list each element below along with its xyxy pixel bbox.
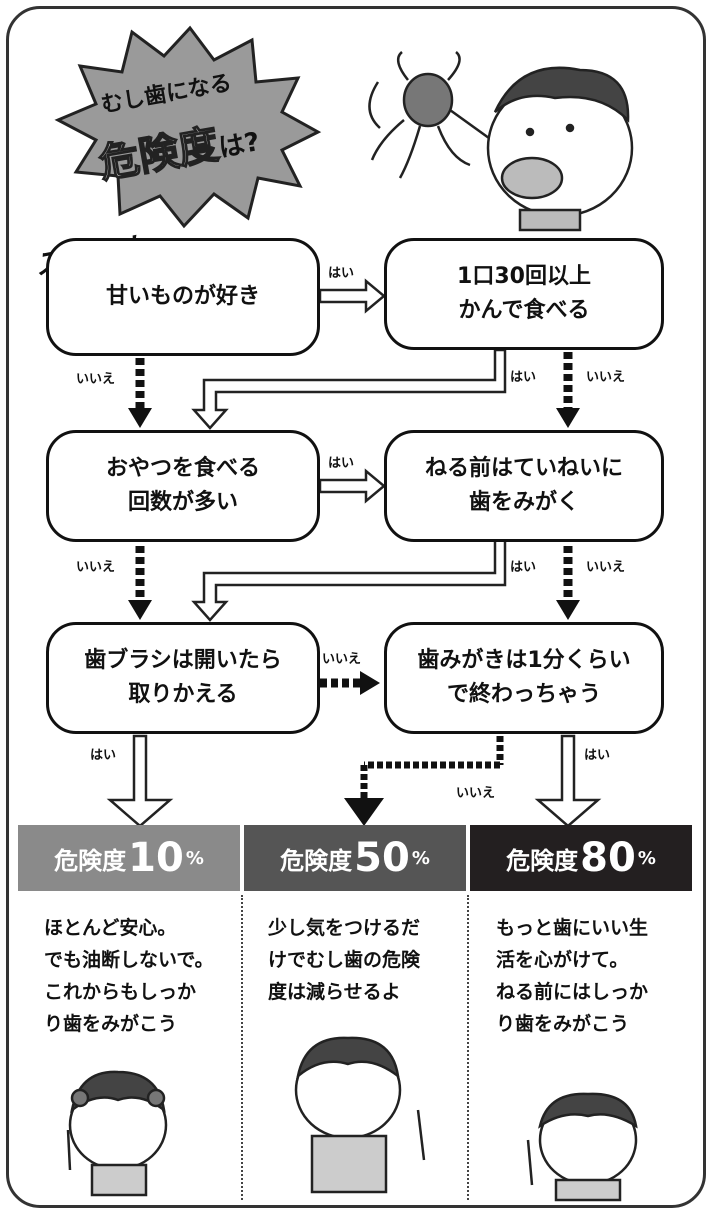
arrow-sweets-to-chew (318, 278, 386, 314)
boy-worried-illustration (294, 1036, 426, 1194)
result-80-line-3: ねる前にはしっか (496, 981, 649, 1003)
box-toothbrush: 歯ブラシは開いたら 取りかえる (46, 622, 320, 734)
label-no-5: いいえ (322, 652, 362, 667)
box-one-minute: 歯みがきは1分くらい で終わっちゃう (384, 622, 664, 734)
arrow-brush-to-oneminute (556, 546, 580, 620)
title-starburst (54, 25, 322, 229)
risk-50-unit: % (411, 847, 430, 869)
arrow-snacks-to-toothbrush (128, 546, 152, 620)
label-yes-3: はい (328, 456, 355, 471)
page-frame (6, 6, 706, 1208)
box-chew-line-1: 1口30回以上 (457, 263, 591, 289)
boy-sad-illustration (526, 1092, 638, 1202)
result-80-line-2: 活を心がけて。 (496, 949, 629, 971)
girl-illustration (66, 1070, 168, 1197)
devil-illustration (368, 51, 501, 179)
result-50-line-3: 度は減らせるよ (268, 981, 401, 1003)
label-yes-2: はい (510, 370, 537, 385)
box-chew: 1口30回以上 かんで食べる (384, 238, 664, 350)
column-divider-1 (241, 895, 243, 1200)
arrow-toothbrush-to-oneminute (320, 671, 380, 695)
label-yes-4: はい (510, 560, 537, 575)
label-yes-1: はい (328, 266, 355, 281)
arrow-brush-to-toothbrush (191, 538, 507, 622)
risk-80-unit: % (637, 847, 656, 869)
box-sweets-line-1: 甘いものが好き (105, 283, 260, 309)
result-10-line-2: でも油断しないで。 (44, 949, 214, 971)
label-no-4: いいえ (586, 560, 626, 575)
risk-80-word: 危険度 (506, 846, 579, 875)
box-sweets: 甘いものが好き (46, 238, 320, 356)
box-chew-line-2: かんで食べる (458, 298, 590, 323)
result-10-line-4: り歯をみがこう (44, 1013, 178, 1035)
risk-header-80: 危険度 80 % (470, 825, 692, 891)
arrow-toothbrush-to-10 (106, 734, 174, 828)
arrow-oneminute-to-80 (534, 734, 602, 828)
arrow-snacks-to-brush (318, 468, 386, 504)
column-divider-2 (467, 895, 469, 1200)
risk-10-value: 10 (128, 835, 184, 881)
result-50-line-2: けでむし歯の危険 (268, 949, 421, 971)
risk-10-unit: % (185, 847, 204, 869)
risk-10-word: 危険度 (54, 846, 127, 875)
box-brush-line-2: 歯をみがく (468, 490, 579, 515)
box-snacks: おやつを食べる 回数が多い (46, 430, 320, 542)
box-brush-line-1: ねる前はていねいに (424, 455, 623, 481)
box-toothbrush-line-1: 歯ブラシは開いたら (84, 647, 282, 673)
risk-header-10: 危険度 10 % (18, 825, 240, 891)
title-suffix: は? (216, 127, 263, 164)
result-80-line-4: り歯をみがこう (496, 1013, 630, 1035)
risk-50-value: 50 (354, 835, 410, 881)
risk-header-50: 危険度 50 % (244, 825, 466, 891)
risk-80-value: 80 (580, 835, 636, 881)
arrow-sweets-to-snacks (128, 358, 152, 428)
box-oneminute-line-2: で終わっちゃう (446, 682, 601, 707)
result-10-line-1: ほとんど安心。 (44, 917, 177, 939)
label-no-1: いいえ (76, 372, 116, 387)
label-no-6: いいえ (456, 786, 496, 801)
boy-illustration (486, 66, 634, 232)
label-yes-6: はい (584, 748, 611, 763)
result-text-10: ほとんど安心。 でも油断しないで。 これからもしっか り歯をみがこう (44, 912, 214, 1040)
label-no-2: いいえ (586, 370, 626, 385)
arrow-oneminute-to-50 (344, 736, 504, 826)
label-no-3: いいえ (76, 560, 116, 575)
risk-50-word: 危険度 (280, 846, 353, 875)
arrow-chew-to-snacks (191, 348, 507, 430)
box-oneminute-line-1: 歯みがきは1分くらい (417, 647, 631, 673)
result-text-80: もっと歯にいい生 活を心がけて。 ねる前にはしっか り歯をみがこう (496, 912, 648, 1040)
box-toothbrush-line-2: 取りかえる (128, 682, 238, 707)
result-80-line-1: もっと歯にいい生 (496, 917, 649, 939)
result-10-line-3: これからもしっか (44, 981, 197, 1003)
box-brush-before-bed: ねる前はていねいに 歯をみがく (384, 430, 664, 542)
result-text-50: 少し気をつけるだ けでむし歯の危険 度は減らせるよ (268, 912, 420, 1008)
result-50-line-1: 少し気をつけるだ (268, 917, 421, 939)
label-yes-5: はい (90, 748, 117, 763)
arrow-chew-to-brush (556, 352, 580, 428)
box-snacks-line-1: おやつを食べる (105, 455, 260, 481)
box-snacks-line-2: 回数が多い (127, 490, 238, 515)
